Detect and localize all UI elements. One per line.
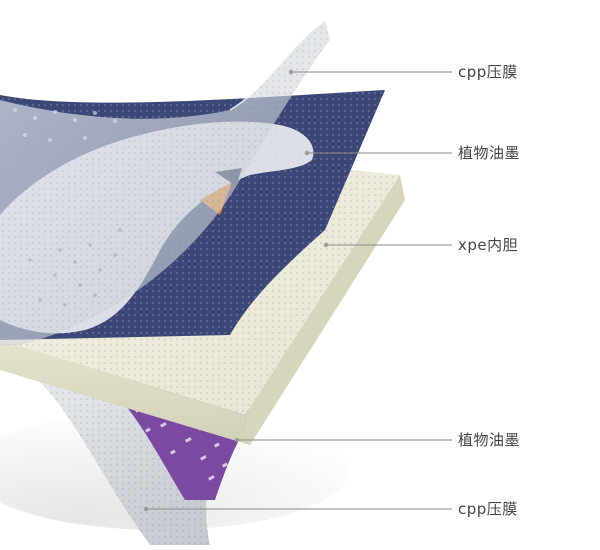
label-top-plant-ink: 植物油墨 [458, 144, 521, 162]
anchor-dots [143, 69, 329, 512]
top-film-texture [0, 20, 330, 345]
anchor-dot-bottom-ink [234, 437, 240, 443]
label-bottom-cpp-film: cpp压膜 [458, 500, 518, 518]
xpe-core-front-edge [0, 340, 250, 445]
label-xpe-core: xpe内胆 [458, 236, 519, 254]
anchor-dot-core [323, 242, 329, 248]
anchor-dot-top-film [288, 69, 294, 75]
leader-lines [146, 71, 452, 510]
anchor-dot-bottom-film [143, 506, 149, 512]
anchor-dot-top-ink [304, 150, 310, 156]
label-bottom-plant-ink: 植物油墨 [458, 431, 521, 449]
label-top-cpp-film: cpp压膜 [458, 63, 518, 81]
film-edge-highlight [229, 19, 326, 111]
xpe-core-side-edge [245, 175, 405, 445]
